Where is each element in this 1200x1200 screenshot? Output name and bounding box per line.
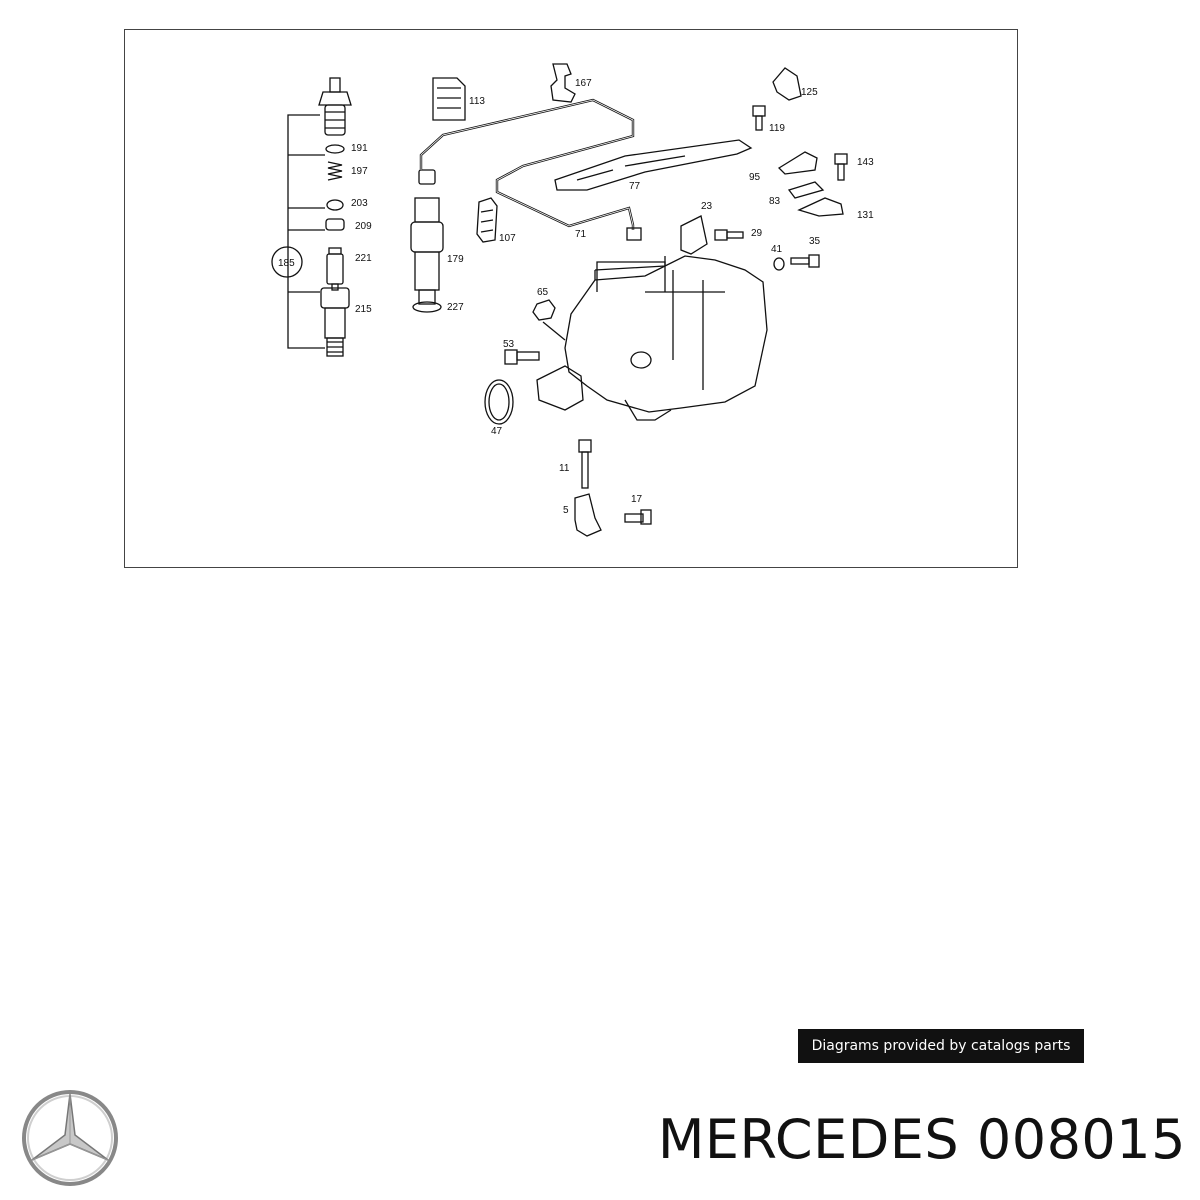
part-label: 47 — [491, 426, 503, 437]
part-label: 185 — [278, 258, 295, 269]
bolt-143 — [834, 153, 848, 181]
bracket-ticks — [288, 154, 325, 293]
part-label: 41 — [771, 244, 783, 255]
washer-191 — [325, 144, 345, 154]
ring-209 — [325, 218, 345, 231]
part-label: 65 — [537, 287, 549, 298]
bolt-35 — [790, 254, 820, 268]
parts-diagram: 113 167 125 119 191 197 203 209 221 215 … — [124, 29, 1018, 568]
nut-65 — [532, 299, 556, 321]
nozzle-221 — [326, 247, 344, 291]
part-label: 113 — [469, 96, 485, 107]
part-label: 83 — [769, 196, 781, 207]
injector-nozzle-top — [318, 77, 352, 136]
part-label: 23 — [701, 201, 713, 212]
bracket-line — [287, 114, 325, 349]
fuel-line-71-inner — [420, 99, 634, 230]
part-label: 107 — [499, 233, 516, 244]
part-label: 125 — [801, 87, 818, 98]
clamp-131 — [797, 197, 844, 217]
attribution-banner: Diagrams provided by catalogs parts — [798, 1029, 1084, 1063]
clamp-83 — [787, 181, 825, 199]
part-label: 95 — [749, 172, 761, 183]
bracket-125 — [772, 67, 802, 101]
holder-215 — [320, 287, 350, 357]
seal-washer-227 — [412, 301, 442, 313]
parts-diagram-drawing: 113 167 125 119 191 197 203 209 221 215 … — [271, 63, 874, 537]
part-label: 197 — [351, 166, 368, 177]
part-label: 77 — [629, 181, 641, 192]
spring-197 — [327, 161, 343, 181]
part-label: 203 — [351, 198, 368, 209]
part-label: 131 — [857, 210, 874, 221]
o-ring-47 — [484, 379, 514, 425]
callout-circle-185 — [271, 246, 303, 278]
part-label: 215 — [355, 304, 372, 315]
leader-line — [542, 321, 566, 341]
part-label: 221 — [355, 253, 372, 264]
part-label: 143 — [857, 157, 874, 168]
part-label: 209 — [355, 221, 372, 232]
product-title: MERCEDES 008015 — [657, 1108, 1186, 1171]
rail-77 — [554, 139, 753, 191]
injection-pump — [536, 255, 768, 421]
bolt-17 — [624, 509, 652, 525]
part-labels: 113 167 125 119 191 197 203 209 221 215 … — [278, 78, 874, 516]
bolt-53 — [504, 349, 540, 365]
pump-connector-bracket — [596, 261, 666, 292]
part-label: 5 — [563, 505, 569, 516]
part-label: 227 — [447, 302, 464, 313]
mercedes-star-icon — [22, 1090, 118, 1186]
part-label: 11 — [559, 463, 570, 474]
o-ring-47-inner — [488, 383, 510, 421]
part-label: 167 — [575, 78, 592, 89]
fitting-5 — [574, 493, 602, 537]
bolt-29 — [714, 229, 744, 241]
injector-179 — [410, 169, 444, 305]
part-label: 71 — [575, 229, 587, 240]
part-label: 35 — [809, 236, 821, 247]
disc-203 — [326, 199, 344, 211]
part-label: 53 — [503, 339, 515, 350]
part-label: 17 — [631, 494, 643, 505]
attribution-text: Diagrams provided by catalogs parts — [811, 1038, 1071, 1054]
bolt-119 — [752, 105, 766, 131]
washer-41 — [773, 257, 785, 271]
part-label: 119 — [769, 123, 785, 134]
part-label: 191 — [351, 143, 368, 154]
clamp-113 — [432, 77, 466, 121]
clip-107 — [476, 197, 498, 243]
clamp-95 — [777, 151, 818, 175]
part-label: 179 — [447, 254, 464, 265]
clip-167 — [550, 63, 576, 103]
line-nut — [626, 227, 642, 241]
part-label: 29 — [751, 228, 763, 239]
bracket-23 — [680, 215, 708, 255]
bolt-11 — [578, 439, 592, 489]
